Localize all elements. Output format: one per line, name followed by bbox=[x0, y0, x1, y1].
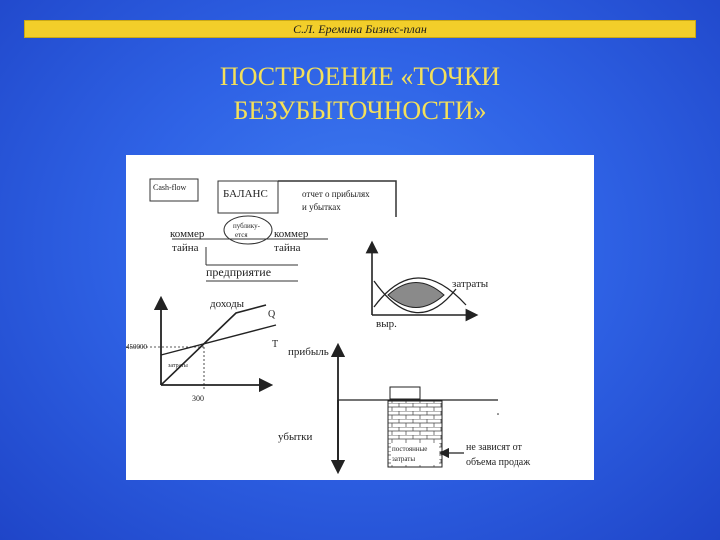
page-title: ПОСТРОЕНИЕ «ТОЧКИ БЕЗУБЫТОЧНОСТИ» bbox=[0, 60, 720, 128]
value-x-label: 300 bbox=[192, 394, 204, 403]
comm-right: коммер bbox=[274, 228, 309, 240]
costs-small-label: затраты bbox=[168, 363, 188, 369]
title-line-2: БЕЗУБЫТОЧНОСТИ» bbox=[233, 96, 487, 125]
costs-curve-upper bbox=[373, 277, 467, 308]
secret-right: тайна bbox=[274, 242, 301, 254]
profit-label: прибыль bbox=[288, 346, 329, 358]
top-block bbox=[389, 386, 421, 400]
comm-left: коммер bbox=[170, 228, 205, 240]
q-label: Q bbox=[268, 309, 276, 320]
costs-lens bbox=[387, 282, 445, 308]
income-label: доходы bbox=[210, 298, 245, 310]
dot bbox=[497, 413, 499, 415]
fixed-line-2: затраты bbox=[392, 455, 415, 463]
costs-label: затраты bbox=[452, 278, 489, 290]
costs-line bbox=[160, 324, 277, 356]
figure-svg: Cash-flow БАЛАНС отчет о прибылях и убыт… bbox=[126, 178, 530, 475]
costs-curve-lower bbox=[373, 280, 457, 314]
income-line bbox=[160, 304, 267, 386]
fixed-line-1: постоянные bbox=[392, 445, 427, 453]
public-ellipse bbox=[223, 215, 273, 245]
report-line-2: и убытках bbox=[302, 202, 341, 212]
cashflow-box bbox=[149, 178, 199, 202]
value-y-label: 450000 bbox=[126, 343, 148, 351]
header-bar: С.Л. Еремина Бизнес-план bbox=[24, 20, 696, 38]
public-line-1: публику- bbox=[233, 222, 261, 230]
balance-box bbox=[217, 180, 279, 214]
independent-line-1: не зависят от bbox=[466, 442, 523, 453]
public-line-2: ется bbox=[235, 231, 248, 239]
enterprise-label: предприятие bbox=[206, 265, 271, 279]
cashflow-label: Cash-flow bbox=[153, 183, 187, 192]
fixed-costs-label-bg bbox=[391, 443, 439, 465]
balance-label: БАЛАНС bbox=[223, 188, 268, 200]
report-line-1: отчет о прибылях bbox=[302, 189, 370, 199]
losses-label: убытки bbox=[278, 431, 312, 443]
breakeven-figure: Cash-flow БАЛАНС отчет о прибылях и убыт… bbox=[126, 155, 594, 480]
header-text: С.Л. Еремина Бизнес-план bbox=[293, 21, 427, 36]
independent-line-2: объема продаж bbox=[466, 457, 530, 468]
title-line-1: ПОСТРОЕНИЕ «ТОЧКИ bbox=[219, 62, 501, 91]
secret-left: тайна bbox=[172, 242, 199, 254]
revenue-label: выр. bbox=[376, 318, 397, 330]
t-label: Т bbox=[272, 339, 278, 350]
report-bracket bbox=[278, 180, 397, 217]
